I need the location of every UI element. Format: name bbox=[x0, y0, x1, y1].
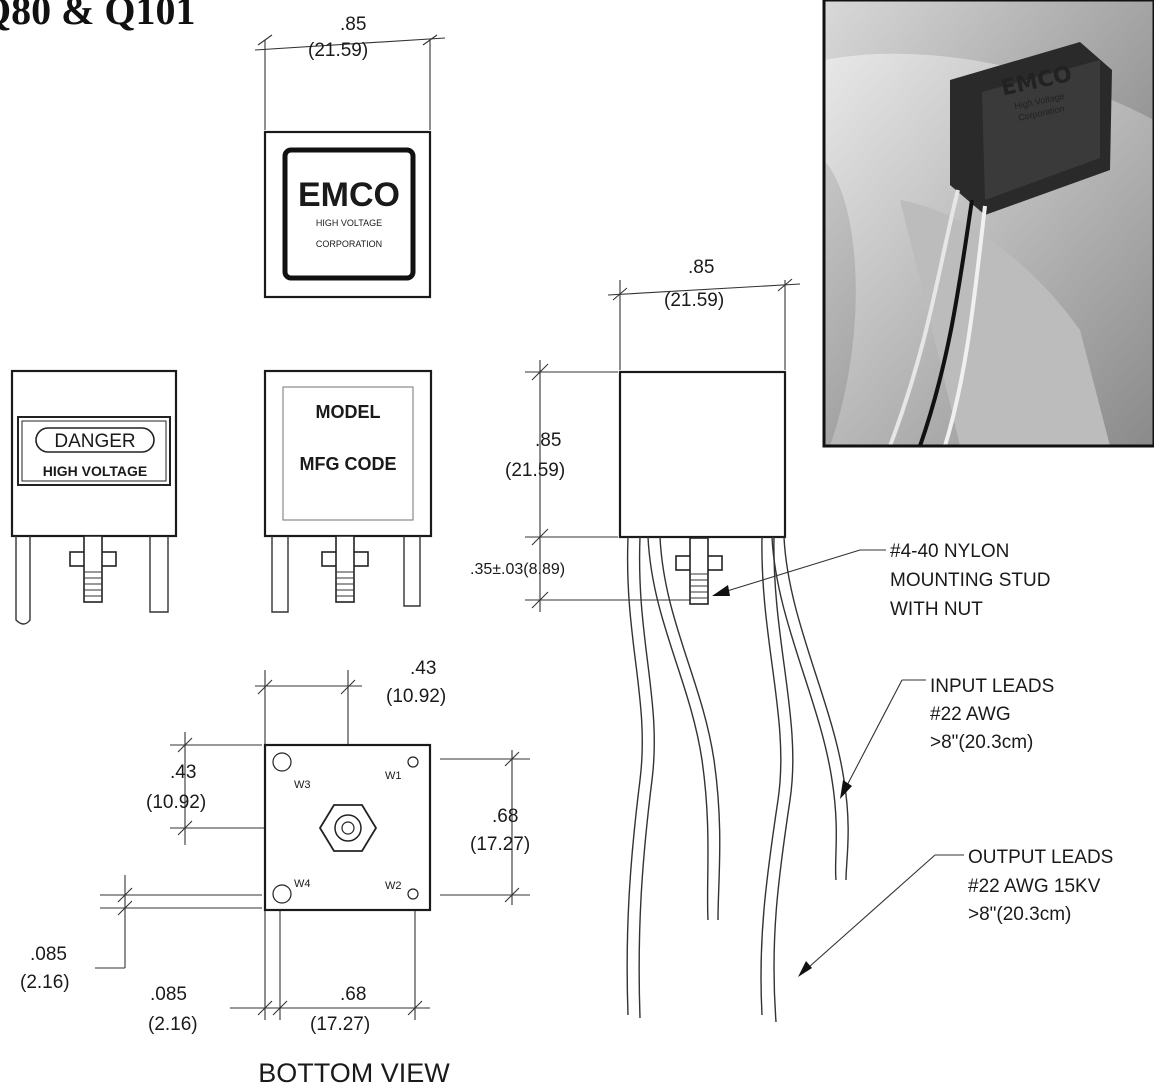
output-note-3: >8"(20.3cm) bbox=[968, 904, 1071, 925]
danger-label-frame bbox=[17, 416, 171, 486]
top-view-body bbox=[263, 130, 432, 299]
side-width-mm: (21.59) bbox=[664, 290, 724, 311]
mfg-code-label: MFG CODE bbox=[300, 454, 397, 474]
danger-pill bbox=[35, 427, 155, 453]
input-note-3: >8"(20.3cm) bbox=[930, 732, 1033, 753]
logo-line-2: CORPORATION bbox=[316, 239, 382, 249]
leader-notes: #4-40 NYLON MOUNTING STUD WITH NUT INPUT… bbox=[712, 541, 1113, 977]
danger-label-inner bbox=[21, 420, 167, 482]
hex-nut bbox=[318, 804, 378, 852]
bottom-view-caption: BOTTOM VIEW bbox=[258, 1058, 450, 1088]
top-width-in: .85 bbox=[340, 14, 366, 35]
danger-text: DANGER bbox=[54, 431, 135, 452]
bottom-top-dim-in: .43 bbox=[410, 658, 436, 679]
pin-w2 bbox=[407, 888, 419, 900]
left-view-body bbox=[10, 369, 178, 538]
pin-w4-label: W4 bbox=[294, 878, 311, 890]
bottom-left-dim-mm: (10.92) bbox=[146, 792, 206, 813]
bottom-right-dim-mm: (17.27) bbox=[470, 834, 530, 855]
side-height-in: .85 bbox=[535, 430, 561, 451]
pin-w3-label: W3 bbox=[294, 779, 311, 791]
side-view-body bbox=[618, 370, 787, 539]
bottom-top-dim-mm: (10.92) bbox=[386, 686, 446, 707]
side-width-in: .85 bbox=[688, 257, 714, 278]
pin-w4 bbox=[272, 884, 292, 904]
page-title: 9, Q80 & Q101 bbox=[0, 0, 196, 33]
bottom-right-dim-in: .68 bbox=[492, 806, 518, 827]
input-note-1: INPUT LEADS bbox=[930, 676, 1054, 697]
bottom-left-offset-mm: (2.16) bbox=[148, 1014, 198, 1035]
bottom-left-offset-in: .085 bbox=[150, 984, 187, 1005]
top-width-mm: (21.59) bbox=[308, 40, 368, 61]
top-view: .85 (21.59) EMCO HIGH VOLTAGE CORPORATIO… bbox=[254, 14, 446, 299]
bottom-left-dim-in: .43 bbox=[170, 762, 196, 783]
output-note-2: #22 AWG 15KV bbox=[968, 876, 1101, 897]
stud-note-3: WITH NUT bbox=[890, 599, 983, 620]
danger-high-voltage: HIGH VOLTAGE bbox=[43, 463, 147, 479]
product-photo: EMCO High Voltage Corporation bbox=[822, 0, 1154, 448]
logo-line-1: HIGH VOLTAGE bbox=[316, 218, 382, 228]
pin-w2-label: W2 bbox=[385, 880, 402, 892]
logo-brand: EMCO bbox=[298, 176, 400, 214]
pin-w3 bbox=[272, 752, 292, 772]
side-view: .85 (21.59) .85 (21.59) .35±.03(8.89) bbox=[470, 257, 849, 1023]
side-height-mm: (21.59) bbox=[505, 460, 565, 481]
bottom-right-offset-in: .68 bbox=[340, 984, 366, 1005]
stud-dimension: .35±.03(8.89) bbox=[470, 561, 565, 578]
model-label: MODEL bbox=[316, 402, 381, 422]
stud-note-1: #4-40 NYLON bbox=[890, 541, 1009, 562]
bottom-view: .43 (10.92) .43 (10.92) .68 (17.27) .085… bbox=[20, 658, 530, 1088]
corner-dim-mm: (2.16) bbox=[20, 972, 70, 993]
stud-note-2: MOUNTING STUD bbox=[890, 570, 1050, 591]
logo-frame bbox=[282, 147, 416, 281]
front-view: MODEL MFG CODE bbox=[263, 369, 433, 613]
pin-w1 bbox=[407, 756, 419, 768]
corner-dim-in: .085 bbox=[30, 944, 67, 965]
bottom-right-offset-mm: (17.27) bbox=[310, 1014, 370, 1035]
pin-w1-label: W1 bbox=[385, 770, 402, 782]
input-note-2: #22 AWG bbox=[930, 704, 1011, 725]
output-note-1: OUTPUT LEADS bbox=[968, 847, 1113, 868]
left-view: DANGER HIGH VOLTAGE bbox=[10, 369, 178, 625]
